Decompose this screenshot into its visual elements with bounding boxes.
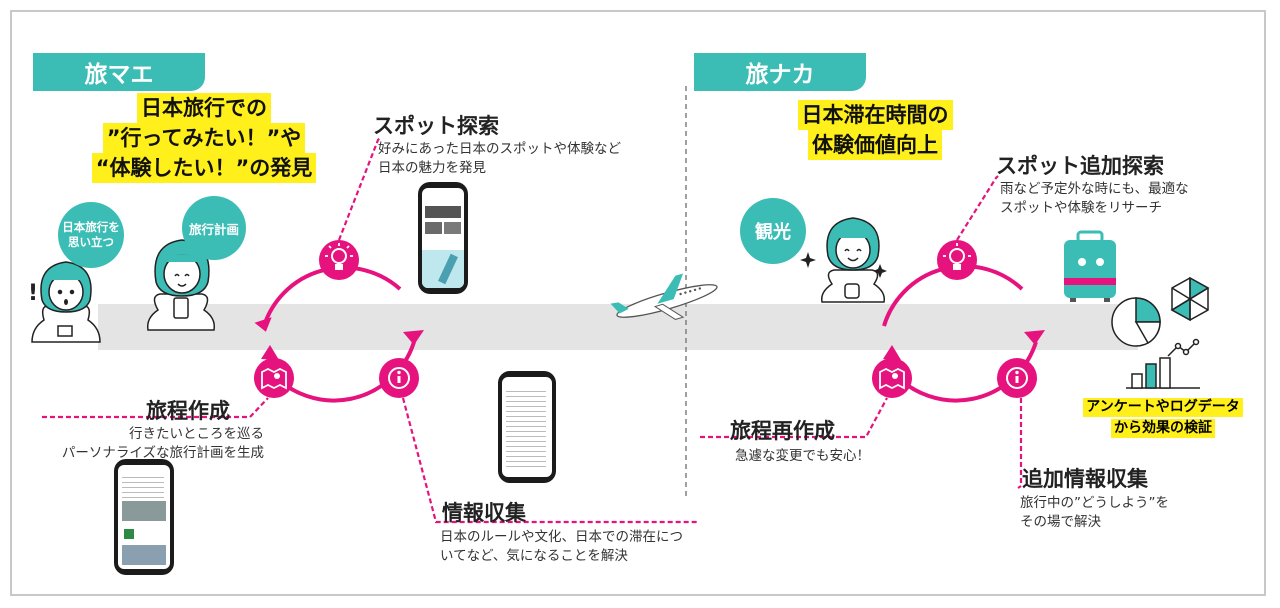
- arrow-head: [254, 317, 272, 332]
- arrow-head: [403, 330, 424, 345]
- desc-line: 行きたいところを巡る: [129, 426, 264, 442]
- badge-text: 思い立つ: [68, 235, 114, 249]
- bulb-icon: [937, 240, 977, 280]
- leader-spot-extra: [956, 175, 999, 241]
- hexagon-network-icon: [1170, 276, 1210, 322]
- phone-mockup-itinerary: [114, 459, 174, 575]
- desc-line: 雨など予定外な時にも、最適な: [1000, 181, 1189, 197]
- headline-line: 体験価値向上: [808, 130, 942, 160]
- leader-info: [401, 397, 698, 524]
- suitcase-icon: [1064, 230, 1116, 302]
- map-icon: [254, 358, 294, 398]
- desc-line: 日本の魅力を発見: [378, 160, 486, 176]
- analytics-label: アンケートやログデータ から効果の検証: [1070, 396, 1256, 438]
- headline-line: “体験したい！”の発見: [91, 153, 317, 183]
- info-icon: [379, 358, 419, 398]
- itinerary-extra-desc: 急遽な変更でも安心！: [735, 447, 870, 466]
- badge-planning: 旅行計画: [182, 196, 246, 260]
- info-extra-desc: 旅行中の”どうしよう”を その場で解決: [1020, 494, 1169, 532]
- desc-line: スポットや体験をリサーチ: [1000, 200, 1162, 216]
- desc-line: いてなど、気になることを解決: [440, 548, 628, 564]
- info-title: 情報収集: [442, 501, 526, 525]
- analytics-line: アンケートやログデータ: [1083, 398, 1243, 417]
- badge-idea: 日本旅行を 思い立つ: [58, 202, 124, 268]
- leader-info-extra: [1017, 398, 1023, 489]
- sparkle-icon: [800, 252, 887, 278]
- desc-line: パーソナライズな旅行計画を生成: [61, 445, 264, 461]
- badge-text: 日本旅行を: [62, 220, 120, 234]
- person-surprised-icon: [31, 261, 101, 343]
- itinerary-desc: 行きたいところを巡る パーソナライズな旅行計画を生成: [42, 425, 264, 463]
- airplane-icon: [610, 273, 718, 320]
- itinerary-title: 旅程作成: [146, 399, 230, 423]
- headline-line: 日本旅行での: [137, 93, 271, 123]
- desc-line: 旅行中の”どうしよう”を: [1020, 495, 1169, 511]
- spot-title: スポット探索: [373, 114, 499, 138]
- tab-during-trip: 旅ナカ: [694, 53, 866, 91]
- leader-spot: [337, 137, 381, 241]
- desc-line: その場で解決: [1020, 514, 1101, 530]
- person-happy-icon: [820, 217, 886, 303]
- desc-line: 日本のルールや文化、日本での滞在につ: [440, 529, 683, 545]
- headline-during: 日本滞在時間の 体験価値向上: [775, 100, 975, 160]
- arrow-head: [261, 345, 279, 360]
- leader-itinerary-extra: [700, 397, 888, 439]
- spot-extra-desc: 雨など予定外な時にも、最適な スポットや体験をリサーチ: [1000, 180, 1189, 218]
- phone-mockup-spot: [418, 182, 468, 294]
- bar-chart-icon: [1126, 338, 1200, 389]
- pie-chart-icon: [1111, 297, 1161, 347]
- spot-desc: 好みにあった日本のスポットや体験など 日本の魅力を発見: [378, 140, 621, 178]
- tab-before-trip: 旅マエ: [33, 53, 205, 91]
- arrow-head: [1024, 330, 1045, 345]
- bulb-icon: [319, 240, 359, 280]
- analytics-line: から効果の検証: [1111, 419, 1215, 438]
- exclamation-icon: !: [28, 281, 38, 306]
- spot-extra-title: スポット追加探索: [996, 154, 1164, 178]
- phone-mockup-info: [498, 371, 556, 483]
- badge-sightseeing: 観光: [740, 198, 806, 264]
- arrow-head: [883, 345, 901, 360]
- headline-line: 日本滞在時間の: [797, 100, 953, 130]
- desc-line: 急遽な変更でも安心！: [735, 448, 870, 464]
- headline-line: ”行ってみたい！”や: [102, 123, 306, 153]
- info-extra-title: 追加情報収集: [1022, 467, 1148, 491]
- info-desc: 日本のルールや文化、日本での滞在につ いてなど、気になることを解決: [440, 528, 683, 566]
- leader-itinerary: [42, 397, 269, 419]
- headline-before: 日本旅行での ”行ってみたい！”や “体験したい！”の発見: [74, 93, 334, 183]
- itinerary-extra-title: 旅程再作成: [730, 419, 835, 443]
- map-icon: [872, 358, 912, 398]
- info-icon: [997, 358, 1037, 398]
- desc-line: 好みにあった日本のスポットや体験など: [378, 141, 621, 157]
